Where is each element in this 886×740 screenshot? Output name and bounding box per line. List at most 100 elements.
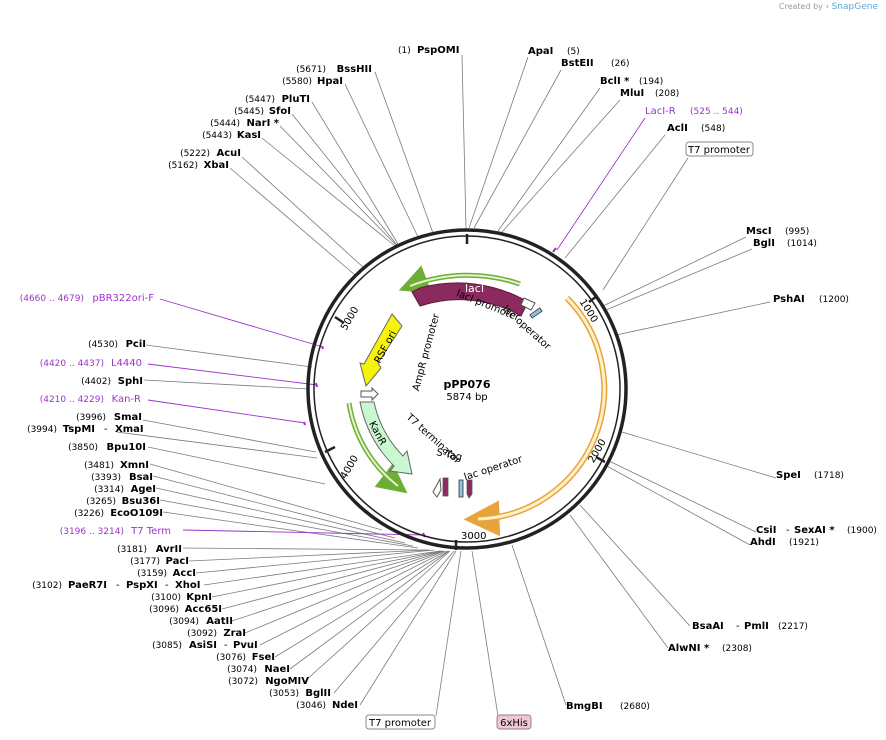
site-pspomi[interactable]: PspOMI: [417, 45, 459, 56]
site-smai[interactable]: SmaI: [114, 412, 142, 423]
site-bglii[interactable]: BglII: [305, 688, 331, 699]
site-nari[interactable]: NarI *: [247, 118, 280, 129]
site-bmgbi[interactable]: BmgBI: [566, 701, 603, 712]
site-pspxi[interactable]: PspXI: [126, 580, 158, 591]
site-alwni[interactable]: AlwNI *: [668, 643, 710, 654]
site-xmai[interactable]: XmaI: [115, 424, 144, 435]
site-bpu10i[interactable]: Bpu10I: [106, 442, 146, 453]
site-zrai[interactable]: ZraI: [223, 628, 246, 639]
site-leader-lines-right: [468, 56, 777, 706]
site-xbai[interactable]: XbaI: [204, 160, 229, 171]
site-ecoo109i[interactable]: EcoO109I: [110, 508, 163, 519]
site-xmni-pos: (3481): [84, 461, 114, 471]
lacI-promoter-feature[interactable]: [520, 297, 536, 311]
site-acc65i[interactable]: Acc65I: [185, 604, 222, 615]
site-bglii-pos: (3053): [269, 689, 299, 699]
site-ahdi[interactable]: AhdI: [750, 537, 776, 548]
his-tag-feature[interactable]: [466, 479, 473, 499]
site-csii[interactable]: CsiI: [756, 525, 776, 536]
site-sfoi[interactable]: SfoI: [269, 106, 291, 117]
site-xhoi[interactable]: XhoI: [175, 580, 200, 591]
site-avrii[interactable]: AvrII: [156, 544, 182, 555]
site-spei[interactable]: SpeI: [776, 470, 801, 481]
site-bsaai[interactable]: BsaAI: [692, 621, 724, 632]
site-ecoo109i-pos: (3226): [74, 509, 104, 519]
site-acui[interactable]: AcuI: [216, 148, 241, 159]
site-nari-pos: (5444): [210, 119, 240, 129]
site-bcli[interactable]: BclI *: [600, 76, 630, 87]
t7-promoter-bottom-box[interactable]: [365, 714, 436, 730]
site-xmni[interactable]: XmnI: [120, 460, 149, 471]
site-asisi-pos: (3085): [152, 641, 182, 651]
site-acc65i-pos: (3096): [149, 605, 179, 615]
t7-promoter-bottom-leader: [435, 550, 462, 717]
site-acci[interactable]: AccI: [173, 568, 196, 579]
kanR-feature[interactable]: [359, 401, 413, 475]
primer-t7-term-pos: (3196 .. 3214): [60, 527, 124, 537]
site-bgli[interactable]: BglI: [753, 238, 775, 249]
ampr-promoter-label: AmpR promoter: [411, 312, 442, 392]
site-kpni[interactable]: KpnI: [186, 592, 212, 603]
site-ndei[interactable]: NdeI: [332, 700, 358, 711]
site-ahdi-pos: (1921): [789, 538, 819, 548]
site-sphi[interactable]: SphI: [118, 376, 143, 387]
site-kasi-pos: (5443): [202, 131, 232, 141]
site-pmli[interactable]: PmlI: [744, 621, 769, 632]
primer-t7-term[interactable]: T7 Term: [130, 526, 171, 537]
lac-operator-bottom-feature[interactable]: [458, 479, 464, 498]
site-asisi[interactable]: AsiSI: [189, 640, 217, 651]
site-paci-pos: (3177): [130, 557, 160, 567]
primer-pbr322ori-f[interactable]: pBR322ori-F: [92, 293, 154, 304]
t7-promoter-bottom-label: T7 promoter: [368, 718, 432, 729]
site-ngomiv[interactable]: NgoMIV: [265, 676, 309, 687]
kanR-orf-arc-fill: [348, 402, 399, 487]
site-bsteii[interactable]: BstEII: [561, 58, 594, 69]
site-pvui[interactable]: PvuI: [233, 640, 258, 651]
t7-promoter-top-label: T7 promoter: [687, 145, 751, 156]
credit-brand: SnapGene: [831, 2, 878, 12]
lac-operator-top-feature[interactable]: [529, 307, 543, 319]
primer-kan-r[interactable]: Kan-R: [112, 394, 141, 405]
left-site-labels: (1) PspOMI BssHII (5671) HpaI (5580) Plu…: [27, 45, 459, 711]
t7-promoter-top-box[interactable]: [685, 141, 754, 157]
site-pcii[interactable]: PciI: [126, 339, 146, 350]
tick-label-3000: 3000: [461, 531, 486, 542]
site-hpai[interactable]: HpaI: [317, 76, 343, 87]
site-mlui[interactable]: MluI: [620, 88, 644, 99]
site-bsshii[interactable]: BssHII: [337, 64, 372, 75]
site-naei[interactable]: NaeI: [264, 664, 290, 675]
site-paci[interactable]: PacI: [166, 556, 189, 567]
site-sexai[interactable]: SexAI *: [794, 525, 835, 536]
site-aatii[interactable]: AatII: [206, 616, 233, 627]
ampr-promoter-feature[interactable]: [360, 386, 379, 402]
site-tspmi-pos: (3994): [27, 425, 57, 435]
site-pluti[interactable]: PluTI: [282, 94, 310, 105]
lac-operator-bottom-label: lac operator: [463, 454, 525, 483]
site-pspomi-pos: (1): [398, 46, 411, 56]
site-bsai[interactable]: BsaI: [129, 472, 153, 483]
site-pshai[interactable]: PshAI: [773, 294, 805, 305]
site-apai[interactable]: ApaI: [528, 46, 553, 57]
site-fsei[interactable]: FseI: [252, 652, 275, 663]
lacI-feature[interactable]: [411, 282, 529, 317]
his-tag-box[interactable]: [496, 714, 532, 730]
site-kasi[interactable]: KasI: [237, 130, 261, 141]
site-bcli-pos: (194): [639, 77, 663, 87]
site-aatii-pos: (3094): [169, 617, 199, 627]
site-acli[interactable]: AclI: [667, 123, 688, 134]
site-agei[interactable]: AgeI: [131, 484, 156, 495]
site-bsu36i[interactable]: Bsu36I: [122, 496, 160, 507]
primer-l4440[interactable]: L4440: [111, 358, 142, 369]
site-msci-pos: (995): [785, 227, 809, 237]
site-tspmi[interactable]: TspMI: [63, 424, 95, 435]
s-tag-feature[interactable]: [442, 477, 449, 497]
t7-terminator-feature[interactable]: [432, 477, 442, 498]
site-paer7i[interactable]: PaeR7I: [68, 580, 107, 591]
site-msci[interactable]: MscI: [746, 226, 772, 237]
site-alwni-pos: (2308): [722, 644, 752, 654]
site-leader-lines-left: [116, 54, 467, 706]
plasmid-length: 5874 bp: [446, 392, 487, 403]
rsf-ori-feature[interactable]: [359, 313, 403, 388]
primer-laci-r[interactable]: LacI-R: [645, 106, 676, 117]
